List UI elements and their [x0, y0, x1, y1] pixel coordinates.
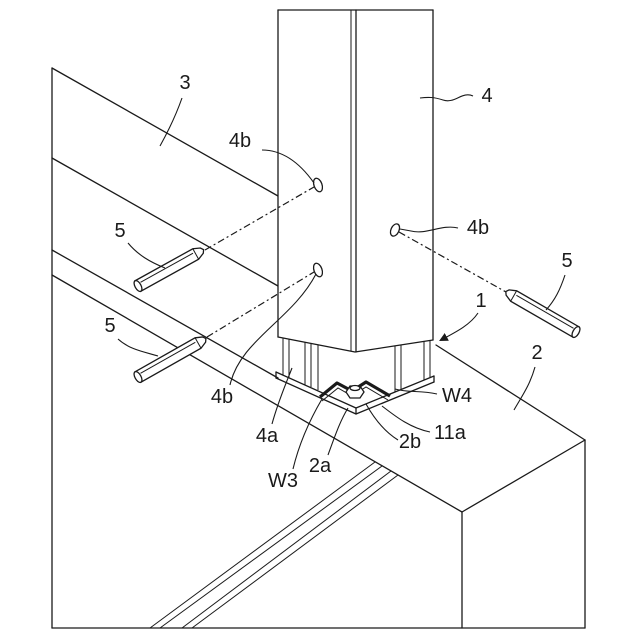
ref-label-hole-right: 4b	[467, 217, 489, 239]
ref-label-beam: 3	[179, 72, 190, 94]
ref-label-2b: 2b	[399, 431, 421, 453]
foundation-groove-line	[182, 471, 391, 628]
ref-label-w3: W3	[268, 470, 298, 492]
ref-label-column: 4	[481, 85, 492, 107]
ref-label-hole-lower: 4b	[211, 386, 233, 408]
column	[278, 10, 433, 352]
foundation-groove-line	[192, 475, 398, 628]
ref-label-pin-upper-left: 5	[114, 220, 125, 242]
leader-line	[366, 404, 398, 440]
leader-arrow	[441, 313, 478, 340]
leader-line	[160, 98, 182, 146]
leader-line	[118, 339, 158, 356]
leader-line	[128, 243, 165, 268]
ref-label-pin-right: 5	[561, 250, 572, 272]
leader-line	[546, 275, 565, 310]
ref-label-column-base: 1	[475, 290, 486, 312]
leader-line	[328, 408, 348, 455]
foundation-groove-line	[150, 462, 375, 628]
beam	[52, 68, 278, 378]
pin-right	[503, 286, 582, 338]
ref-label-11a: 11a	[434, 422, 467, 444]
ref-label-2a: 2a	[309, 455, 332, 477]
leader-line	[514, 367, 535, 410]
ref-label-hole-upper: 4b	[229, 130, 251, 152]
anchor-bolt-top	[350, 386, 360, 391]
ref-label-pin-lower-left: 5	[104, 315, 115, 337]
leader-line	[382, 406, 430, 432]
ref-label-foundation: 2	[531, 342, 542, 364]
ref-label-4a: 4a	[256, 425, 279, 447]
foundation-right-top-edge	[462, 440, 585, 512]
ref-label-w4: W4	[442, 385, 472, 407]
pin-upper-left	[132, 244, 206, 292]
